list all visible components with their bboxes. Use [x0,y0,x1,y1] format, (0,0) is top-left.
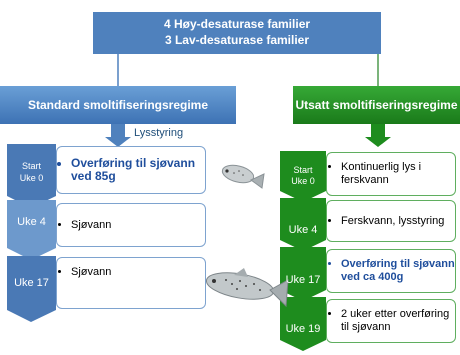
left-down-arrow [105,124,131,147]
delayed-regime-title: Utsatt smoltifiseringsregime [295,98,458,112]
small-fish-icon [221,164,265,189]
right-down-arrow [365,124,391,147]
right-stage-text-1: Ferskvann, lysstyring [341,215,444,228]
left-stage-label-0: Start Uke 0 [7,160,56,184]
left-stage-card-0: Overføring til sjøvann ved 85g [56,146,206,194]
right-stage-label-1: Uke 4 [288,224,318,236]
header-line-1: 4 Høy-desaturase familier [163,17,311,31]
left-stage-text-2: Sjøvann [71,266,111,279]
right-chevron-1 [280,198,326,251]
delayed-regime-box: Utsatt smoltifiseringsregime [293,86,460,124]
light-control-label: Lysstyring [134,127,184,139]
right-stage-card-3: 2 uker etter overføring til sjøvann [326,299,456,343]
right-stage-label-3: Uke 19 [285,323,321,335]
left-chevron-2 [7,256,56,322]
right-stage-text-3: 2 uker etter overføring til sjøvann [341,308,455,334]
right-stage-label-0-text: Start Uke 0 [291,165,315,186]
right-stage-text-2: Overføring til sjøvann ved ca 400g [341,258,455,284]
left-stage-text-1: Sjøvann [71,219,111,232]
left-stage-label-1: Uke 4 [17,216,46,228]
right-stage-label-2: Uke 17 [285,274,321,286]
left-stage-label-2: Uke 17 [14,277,49,289]
right-chevron-0 [280,151,326,202]
left-stage-card-2: Sjøvann [56,257,206,309]
right-stage-card-0: Kontinuerlig lys i ferskvann [326,152,456,196]
right-stage-card-2: Overføring til sjøvann ved ca 400g [326,249,456,293]
right-stage-text-0: Kontinuerlig lys i ferskvann [341,161,455,187]
left-stage-card-1: Sjøvann [56,203,206,247]
left-chevron-0 [7,144,56,208]
right-stage-label-0: Start Uke 0 [280,165,326,187]
left-chevron-1 [7,200,56,260]
left-stage-text-0: Overføring til sjøvann ved 85g [71,157,205,183]
left-stage-label-0-text: Start Uke 0 [19,161,44,183]
standard-regime-title: Standard smoltifiseringsregime [27,98,209,112]
right-stage-card-1: Ferskvann, lysstyring [326,200,456,242]
header-line-2: 3 Lav-desaturase familier [164,33,310,47]
large-fish-icon [205,268,289,308]
right-chevron-2 [280,247,326,301]
right-chevron-3 [280,297,326,351]
families-header: 4 Høy-desaturase familier 3 Lav-desatura… [93,12,381,54]
standard-regime-box: Standard smoltifiseringsregime [0,86,236,124]
